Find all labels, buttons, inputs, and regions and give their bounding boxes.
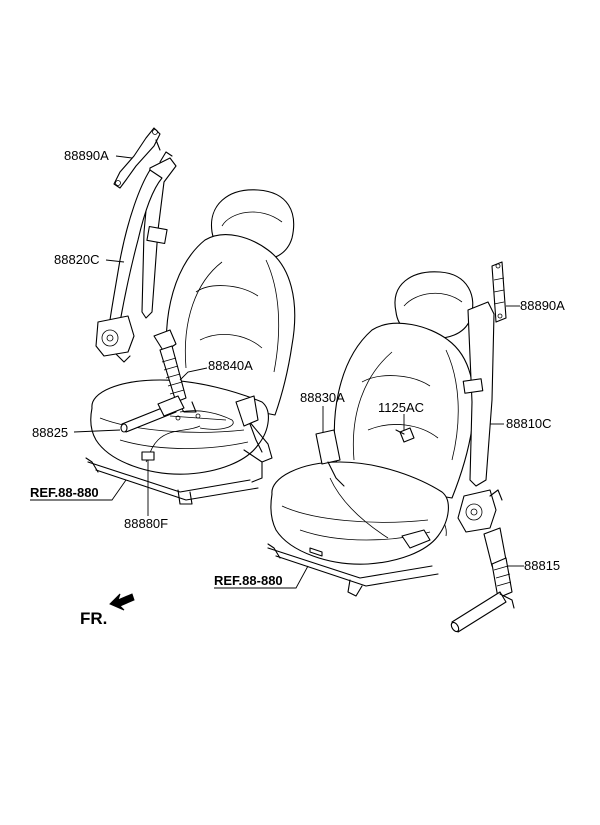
label-ref-88-880-right: REF.88-880: [214, 573, 283, 588]
label-88825: 88825: [32, 425, 68, 440]
pretensioner-88825: [120, 395, 185, 433]
pretensioner-88815: [450, 527, 515, 633]
belt-assembly-88820C: [95, 151, 177, 363]
label-front: FR.: [80, 609, 107, 628]
height-adjuster-88890A-left: [113, 127, 161, 189]
buckle-stalk-88840A: [141, 329, 263, 463]
bolt-1125AC: [395, 427, 415, 443]
label-88815: 88815: [524, 558, 560, 573]
leader-lines: [30, 155, 524, 589]
label-88890A-right: 88890A: [520, 298, 565, 313]
front-direction-arrow: [109, 593, 135, 611]
belt-assembly-88810C: [457, 301, 503, 533]
label-1125AC: 1125AC: [378, 400, 424, 415]
height-adjuster-88890A-right: [491, 261, 507, 323]
label-88830A: 88830A: [300, 390, 345, 405]
label-ref-88-880-left: REF.88-880: [30, 485, 99, 500]
right-seat: [267, 271, 475, 597]
label-88810C: 88810C: [506, 416, 552, 431]
label-88820C: 88820C: [54, 252, 100, 267]
part-labels: 88890A 88820C 88840A 88825 REF.88-880 88…: [30, 148, 565, 628]
label-88880F: 88880F: [124, 516, 168, 531]
label-88840A: 88840A: [208, 358, 253, 373]
label-88890A-left: 88890A: [64, 148, 109, 163]
